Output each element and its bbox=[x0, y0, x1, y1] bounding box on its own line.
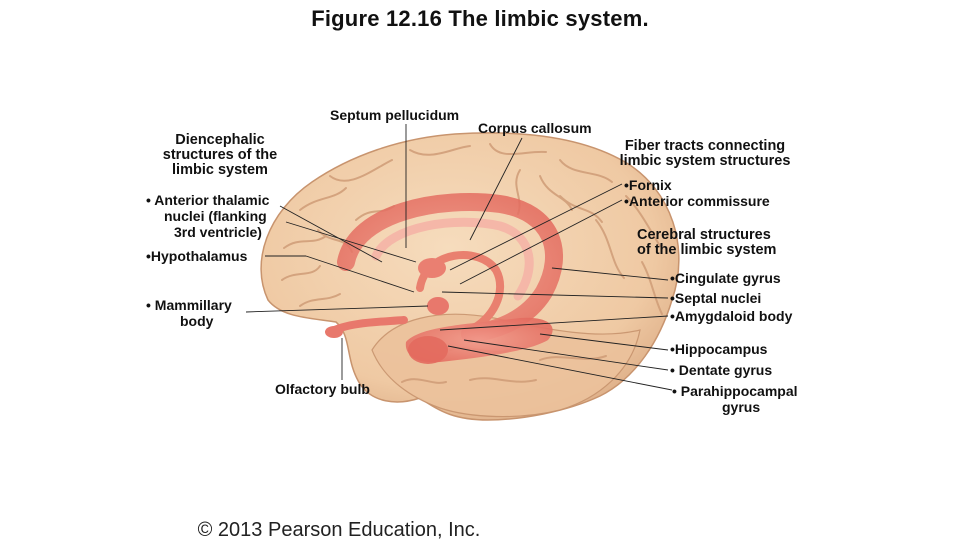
heading-cerebral-line: Cerebral structures bbox=[637, 227, 771, 243]
cingulate-gyrus-shape bbox=[337, 193, 563, 343]
heading-cerebral-structures: Cerebral structures of the limbic system bbox=[637, 228, 776, 258]
label-corpus-callosum: Corpus callosum bbox=[478, 120, 592, 136]
heading-fiber-tracts-line: Fiber tracts connecting bbox=[624, 138, 786, 154]
thalamus-shape bbox=[418, 258, 446, 278]
label-parahippocampal-gyrus: • Parahippocampal gyrus bbox=[672, 383, 798, 415]
label-line: nuclei (flanking bbox=[164, 208, 267, 224]
figure-title: Figure 12.16 The limbic system. bbox=[311, 6, 649, 31]
corpus-callosum-shape bbox=[371, 217, 534, 301]
heading-fiber-tracts-line: limbic system structures bbox=[619, 153, 791, 169]
leader-lines bbox=[245, 124, 673, 391]
label-line: 3rd ventricle) bbox=[174, 224, 262, 240]
label-line: gyrus bbox=[722, 399, 761, 415]
amygdala-shape bbox=[408, 336, 448, 364]
heading-fiber-tracts: Fiber tracts connecting limbic system st… bbox=[596, 139, 814, 169]
label-dentate-gyrus: • Dentate gyrus bbox=[670, 362, 773, 378]
heading-diencephalic: Diencephalic structures of the limbic sy… bbox=[144, 133, 296, 178]
label-mammillary-body: • Mammillary body bbox=[146, 297, 232, 329]
label-hippocampus: •Hippocampus bbox=[670, 341, 768, 357]
label-line: • Mammillary bbox=[146, 297, 232, 313]
label-line: • Parahippocampal bbox=[672, 383, 798, 399]
heading-diencephalic-line: limbic system bbox=[172, 162, 268, 178]
label-fornix: •Fornix bbox=[624, 177, 672, 193]
label-amygdaloid-body: •Amygdaloid body bbox=[670, 308, 793, 324]
copyright-notice: © 2013 Pearson Education, Inc. bbox=[197, 519, 481, 541]
label-line: body bbox=[180, 313, 214, 329]
heading-diencephalic-line: structures of the bbox=[162, 147, 278, 163]
label-olfactory-bulb: Olfactory bulb bbox=[275, 381, 370, 397]
label-line: • Anterior thalamic bbox=[146, 192, 270, 208]
label-hypothalamus: •Hypothalamus bbox=[146, 248, 248, 264]
label-cingulate-gyrus: •Cingulate gyrus bbox=[670, 270, 781, 286]
label-anterior-thalamic-nuclei: • Anterior thalamic nuclei (flanking 3rd… bbox=[146, 192, 269, 240]
label-septum-pellucidum: Septum pellucidum bbox=[330, 107, 460, 123]
heading-cerebral-line: of the limbic system bbox=[637, 242, 777, 258]
mammillary-body-shape bbox=[427, 297, 449, 315]
label-anterior-commissure: •Anterior commissure bbox=[624, 193, 770, 209]
label-septal-nuclei: •Septal nuclei bbox=[670, 290, 762, 306]
olfactory-bulb-shape bbox=[325, 326, 343, 338]
heading-diencephalic-line: Diencephalic bbox=[175, 132, 265, 148]
